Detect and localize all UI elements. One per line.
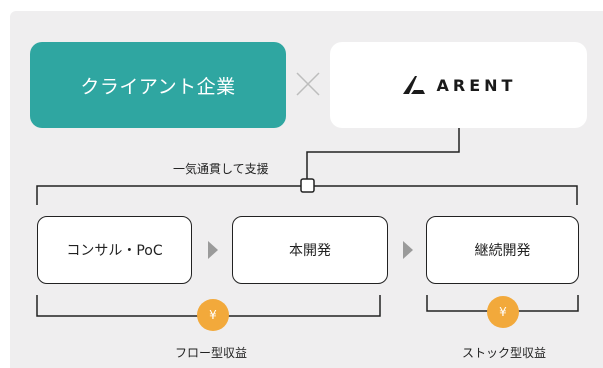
yen-coin-icon: ¥ (487, 296, 519, 328)
phase-continuous-development: 継続開発 (426, 216, 579, 284)
arent-logo-icon (402, 76, 425, 94)
flow-revenue-label: フロー型収益 (175, 346, 248, 360)
times-icon (296, 72, 320, 96)
junction-node (300, 178, 315, 193)
top-bracket (314, 185, 578, 205)
yen-coin-icon: ¥ (197, 299, 229, 331)
client-company-box: クライアント企業 (30, 42, 286, 128)
client-company-label: クライアント企業 (80, 75, 236, 98)
phase-label: 本開発 (289, 243, 331, 259)
phase-label: コンサル・PoC (66, 243, 163, 259)
arent-logo-box: ARENT (330, 42, 587, 128)
phase-main-development: 本開発 (232, 216, 388, 284)
phase-consulting-poc: コンサル・PoC (37, 216, 192, 284)
stock-revenue-label: ストック型収益 (462, 346, 547, 360)
arent-logo-text: ARENT (436, 75, 517, 95)
arrow-right-icon (403, 241, 413, 259)
support-label: 一気通貫して支援 (173, 162, 269, 176)
top-bracket (36, 185, 301, 205)
support-connector-line (306, 128, 460, 179)
phase-label: 継続開発 (474, 243, 531, 259)
arrow-right-icon (208, 241, 218, 259)
